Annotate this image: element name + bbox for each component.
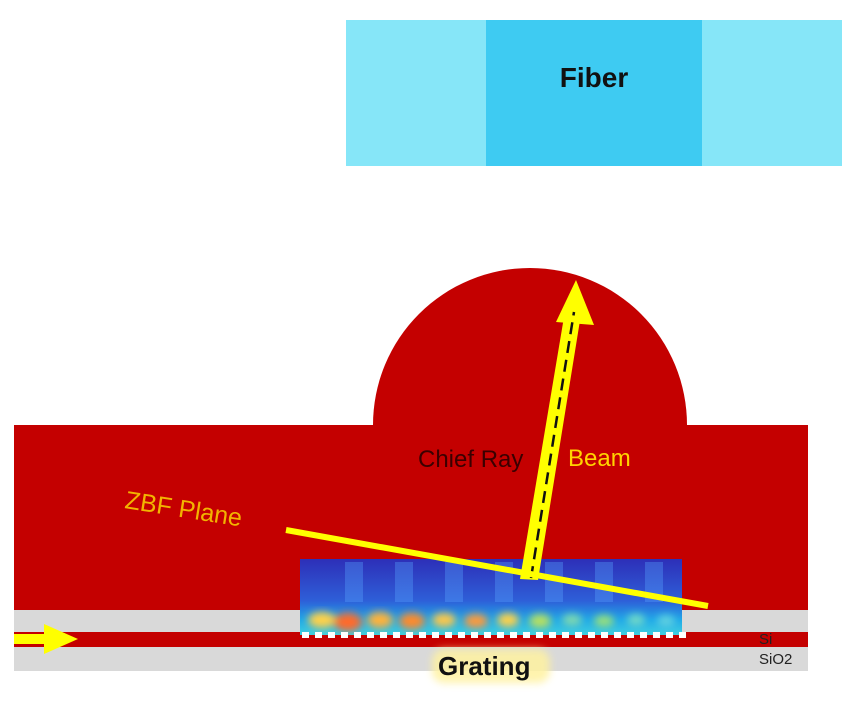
grating-tooth — [575, 632, 582, 638]
grating-tooth — [367, 632, 374, 638]
si-waveguide-layer — [14, 632, 808, 647]
fiber-label: Fiber — [559, 62, 629, 93]
grating-tooth — [484, 632, 491, 638]
chief-ray-line — [529, 311, 576, 579]
sio2-box-layer — [14, 647, 808, 671]
chief-ray-label: Chief Ray — [418, 446, 523, 473]
grating-tooth — [406, 632, 413, 638]
sio2-label: SiO2 — [759, 651, 792, 668]
grating-tooth — [380, 632, 387, 638]
grating-tooth — [601, 632, 608, 638]
grating-tooth — [614, 632, 621, 638]
grating-tooth — [354, 632, 361, 638]
grating-tooth — [562, 632, 569, 638]
grating-tooth — [393, 632, 400, 638]
grating-tooth — [549, 632, 556, 638]
grating-tooth — [536, 632, 543, 638]
grating-tooth — [315, 632, 322, 638]
grating-tooth — [419, 632, 426, 638]
grating-label: Grating — [438, 651, 530, 681]
grating-tooth — [458, 632, 465, 638]
si-label: Si — [759, 631, 772, 648]
fiber-core — [486, 20, 702, 166]
beam-label: Beam — [568, 445, 631, 472]
beam-arrow — [520, 280, 594, 580]
input-arrow — [14, 624, 78, 654]
zbf-plane-line — [285, 527, 709, 609]
grating-tooth — [302, 632, 309, 638]
grating-teeth — [302, 632, 686, 638]
grating-tooth — [471, 632, 478, 638]
grating-label-glow — [432, 649, 550, 683]
dome-lens — [373, 268, 687, 425]
grating-tooth — [627, 632, 634, 638]
grating-tooth — [653, 632, 660, 638]
grating-tooth — [523, 632, 530, 638]
grating-tooth — [588, 632, 595, 638]
grating-tooth — [666, 632, 673, 638]
grating-tooth — [341, 632, 348, 638]
grating-tooth — [497, 632, 504, 638]
grating-tooth — [445, 632, 452, 638]
grating-tooth — [510, 632, 517, 638]
grating-tooth — [432, 632, 439, 638]
field-simulation — [300, 559, 682, 635]
grating-tooth — [640, 632, 647, 638]
grating-tooth — [328, 632, 335, 638]
grating-tooth — [679, 632, 686, 638]
